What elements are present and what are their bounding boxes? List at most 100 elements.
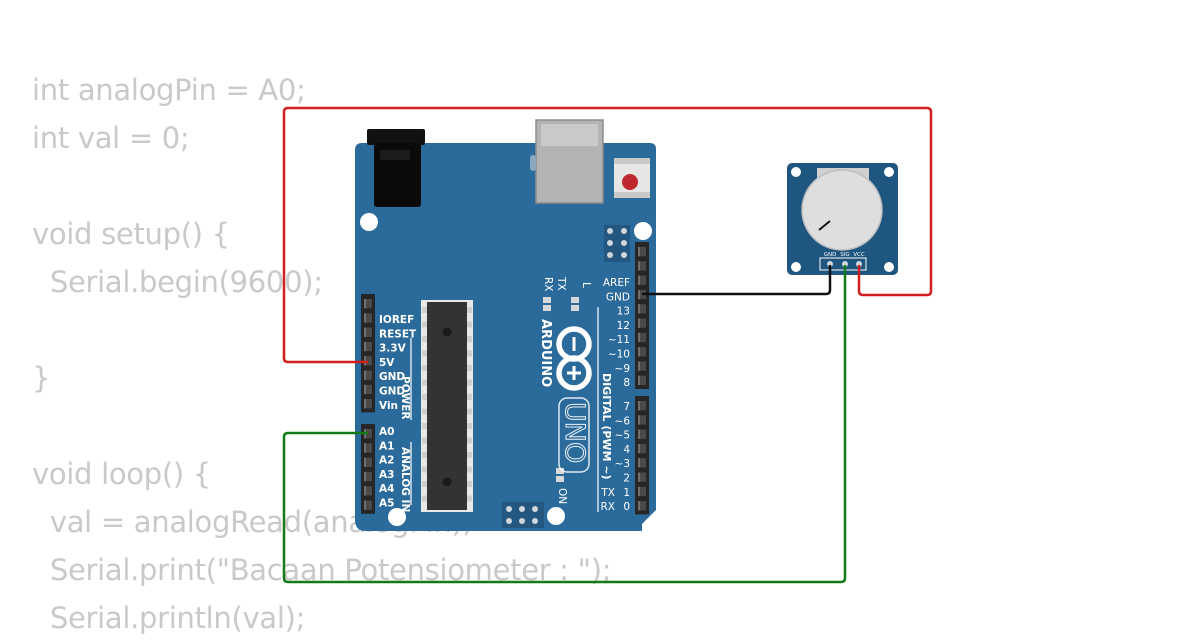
header-pin[interactable] bbox=[638, 458, 646, 468]
chip-pin bbox=[467, 452, 472, 458]
pin-label: A1 bbox=[379, 440, 394, 452]
code-line: int analogPin = A0; bbox=[32, 73, 306, 107]
digital-pin-label: ~10 bbox=[608, 349, 630, 361]
header-pin[interactable] bbox=[364, 341, 372, 352]
chip-pin bbox=[422, 452, 427, 458]
header-pin-edge bbox=[638, 375, 640, 385]
header-pin-edge bbox=[364, 299, 366, 309]
usb-frame-left bbox=[530, 155, 536, 171]
header-pin[interactable] bbox=[364, 384, 372, 395]
header-pin-edge bbox=[638, 318, 640, 328]
chip-pin bbox=[467, 466, 472, 473]
wire-signal[interactable] bbox=[282, 265, 847, 584]
chip-pin bbox=[467, 481, 472, 487]
header-pin-edge bbox=[364, 471, 366, 482]
reset-button[interactable] bbox=[614, 158, 650, 198]
header-pin[interactable] bbox=[638, 247, 646, 257]
arduino-infinity-logo bbox=[556, 326, 592, 391]
header-pin-edge bbox=[364, 384, 366, 395]
chip-pin bbox=[467, 307, 472, 313]
header-pin[interactable] bbox=[364, 500, 372, 510]
header-pin[interactable] bbox=[638, 318, 646, 328]
header-pin[interactable] bbox=[364, 471, 372, 482]
header-pin-edge bbox=[638, 486, 640, 497]
chip-pin bbox=[467, 408, 472, 415]
header-pin[interactable] bbox=[638, 347, 646, 357]
digital-pin-label: ~11 bbox=[608, 334, 630, 346]
code-line: void setup() { bbox=[32, 217, 230, 251]
header-pin[interactable] bbox=[364, 399, 372, 409]
chip-pin bbox=[467, 336, 472, 342]
model-label-frame bbox=[558, 397, 590, 473]
header-strip bbox=[635, 396, 649, 515]
header-pin-edge bbox=[638, 304, 640, 314]
header-pin[interactable] bbox=[638, 401, 646, 411]
pin-label: Vin bbox=[379, 400, 398, 412]
pin-label: A3 bbox=[379, 469, 394, 481]
header-pin[interactable] bbox=[364, 443, 372, 453]
header-pin[interactable] bbox=[364, 313, 372, 323]
digital-pin-label: 7 bbox=[623, 401, 630, 413]
digital-pin-label: GND bbox=[606, 291, 630, 303]
pin-label: RESET bbox=[379, 328, 417, 340]
chip-pin bbox=[422, 437, 427, 444]
chip-pin bbox=[467, 379, 472, 386]
chip-pin bbox=[467, 437, 472, 444]
pot-mount-hole bbox=[884, 167, 894, 177]
header-pin[interactable] bbox=[364, 327, 372, 337]
led-label-l: L bbox=[580, 282, 592, 288]
wire-gnd[interactable] bbox=[642, 265, 832, 296]
header-pin[interactable] bbox=[638, 275, 646, 285]
header-pin[interactable] bbox=[638, 261, 646, 271]
header-pin[interactable] bbox=[364, 486, 372, 496]
pot-mount-hole bbox=[791, 262, 801, 272]
header-pin[interactable] bbox=[638, 332, 646, 343]
pot-pin[interactable] bbox=[842, 261, 848, 267]
code-line: int val = 0; bbox=[32, 121, 190, 155]
pot-knob[interactable] bbox=[801, 169, 883, 251]
header-pin[interactable] bbox=[638, 443, 646, 454]
analog-section-label: ANALOG IN bbox=[399, 447, 411, 512]
led-label-tx: TX bbox=[555, 276, 567, 291]
chip-pin bbox=[422, 394, 427, 400]
pin-label: GND bbox=[379, 386, 405, 398]
header-pin[interactable] bbox=[638, 486, 646, 497]
header-pin[interactable] bbox=[638, 472, 646, 482]
digital-pin-label: 4 bbox=[623, 444, 630, 456]
pin-label: GND bbox=[379, 371, 405, 383]
wire-5v[interactable] bbox=[282, 106, 933, 364]
header-pin[interactable] bbox=[638, 429, 646, 439]
pot-pin[interactable] bbox=[856, 261, 862, 267]
header-pin-edge bbox=[364, 341, 366, 352]
mounting-hole bbox=[388, 508, 406, 526]
chip-pin bbox=[422, 350, 427, 357]
digital-pin-label: RX bbox=[601, 501, 616, 513]
chip-pin bbox=[422, 408, 427, 415]
header-pin[interactable] bbox=[638, 361, 646, 371]
header-pin-edge bbox=[364, 500, 366, 510]
pot-pin[interactable] bbox=[827, 261, 833, 267]
header-pin-edge bbox=[364, 313, 366, 323]
header-pin[interactable] bbox=[638, 375, 646, 385]
header-pin[interactable] bbox=[638, 304, 646, 314]
digital-pin-label: 12 bbox=[617, 320, 630, 332]
header-pin[interactable] bbox=[638, 415, 646, 425]
header-pin[interactable] bbox=[364, 299, 372, 309]
header-pin[interactable] bbox=[364, 370, 372, 380]
header-pin-edge bbox=[364, 327, 366, 337]
chip-pin bbox=[422, 423, 427, 429]
digital-pin-label: ~3 bbox=[615, 458, 630, 470]
pot-mount-hole bbox=[884, 262, 894, 272]
chip-pin bbox=[467, 350, 472, 357]
mounting-hole bbox=[634, 222, 652, 240]
chip-pin bbox=[422, 321, 427, 328]
header-pin-edge bbox=[638, 289, 640, 300]
digital-pin-label: 8 bbox=[623, 377, 630, 389]
header-pin[interactable] bbox=[364, 457, 372, 467]
header-pin[interactable] bbox=[638, 501, 646, 511]
